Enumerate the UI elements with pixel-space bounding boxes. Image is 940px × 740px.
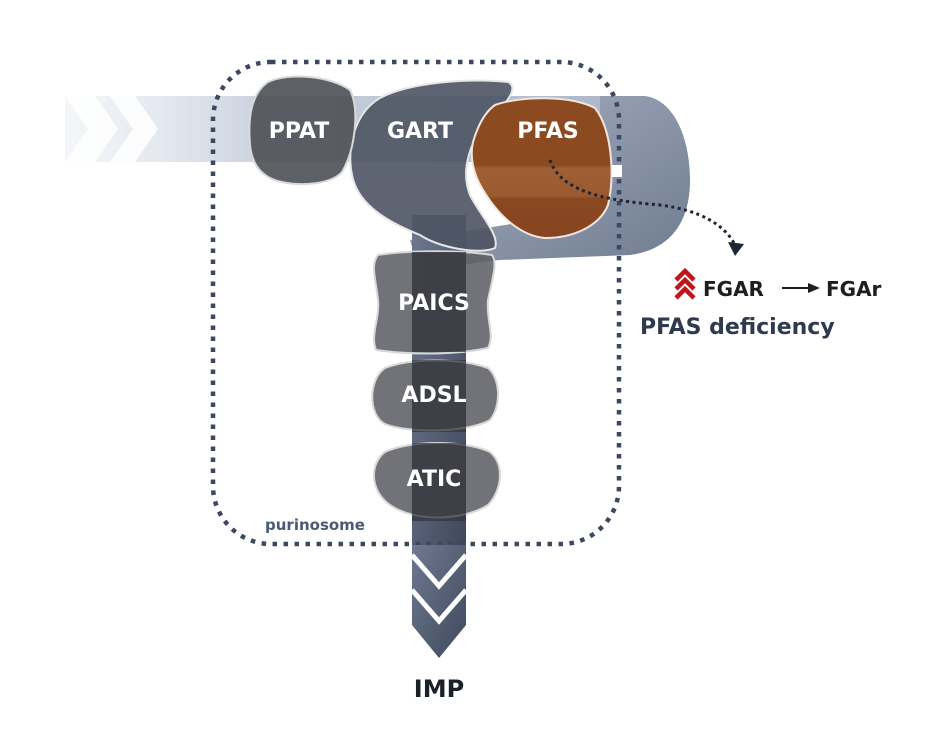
- enzyme-paics[interactable]: PAICS: [372, 250, 496, 355]
- enzyme-pfas[interactable]: PFAS: [470, 97, 622, 240]
- purinosome-label: purinosome: [265, 516, 365, 534]
- deficiency-pointer-arrow: [548, 159, 744, 256]
- enzyme-label: GART: [387, 119, 453, 144]
- deficiency-annotation: FGAR FGAr PFAS deficiency: [640, 267, 882, 340]
- flow-chevron-icon: [110, 96, 158, 162]
- purinosome-boundary: [210, 59, 622, 547]
- enzyme-atic[interactable]: ATIC: [372, 442, 501, 521]
- substrate-label: FGAR: [703, 277, 764, 301]
- arrowhead-icon: [728, 242, 744, 256]
- product-metabolite-label: FGAr: [826, 277, 882, 301]
- enzyme-label: ADSL: [401, 383, 466, 408]
- deficiency-title: PFAS deficiency: [640, 315, 835, 340]
- enzyme-label: PFAS: [517, 119, 579, 144]
- enzyme-label: PAICS: [398, 291, 470, 316]
- enzyme-ppat[interactable]: PPAT: [248, 75, 357, 186]
- increase-chevrons-icon: [674, 267, 696, 300]
- flow-chevron-icon: [65, 96, 118, 162]
- enzyme-label: PPAT: [269, 119, 330, 144]
- conversion-arrow: [782, 283, 820, 293]
- product-arrow: [410, 545, 468, 658]
- arrowhead-icon: [808, 283, 820, 293]
- enzyme-gart[interactable]: GART: [349, 79, 514, 252]
- enzyme-label: ATIC: [407, 467, 462, 492]
- enzyme-adsl[interactable]: ADSL: [371, 359, 499, 432]
- product-label: IMP: [414, 675, 464, 703]
